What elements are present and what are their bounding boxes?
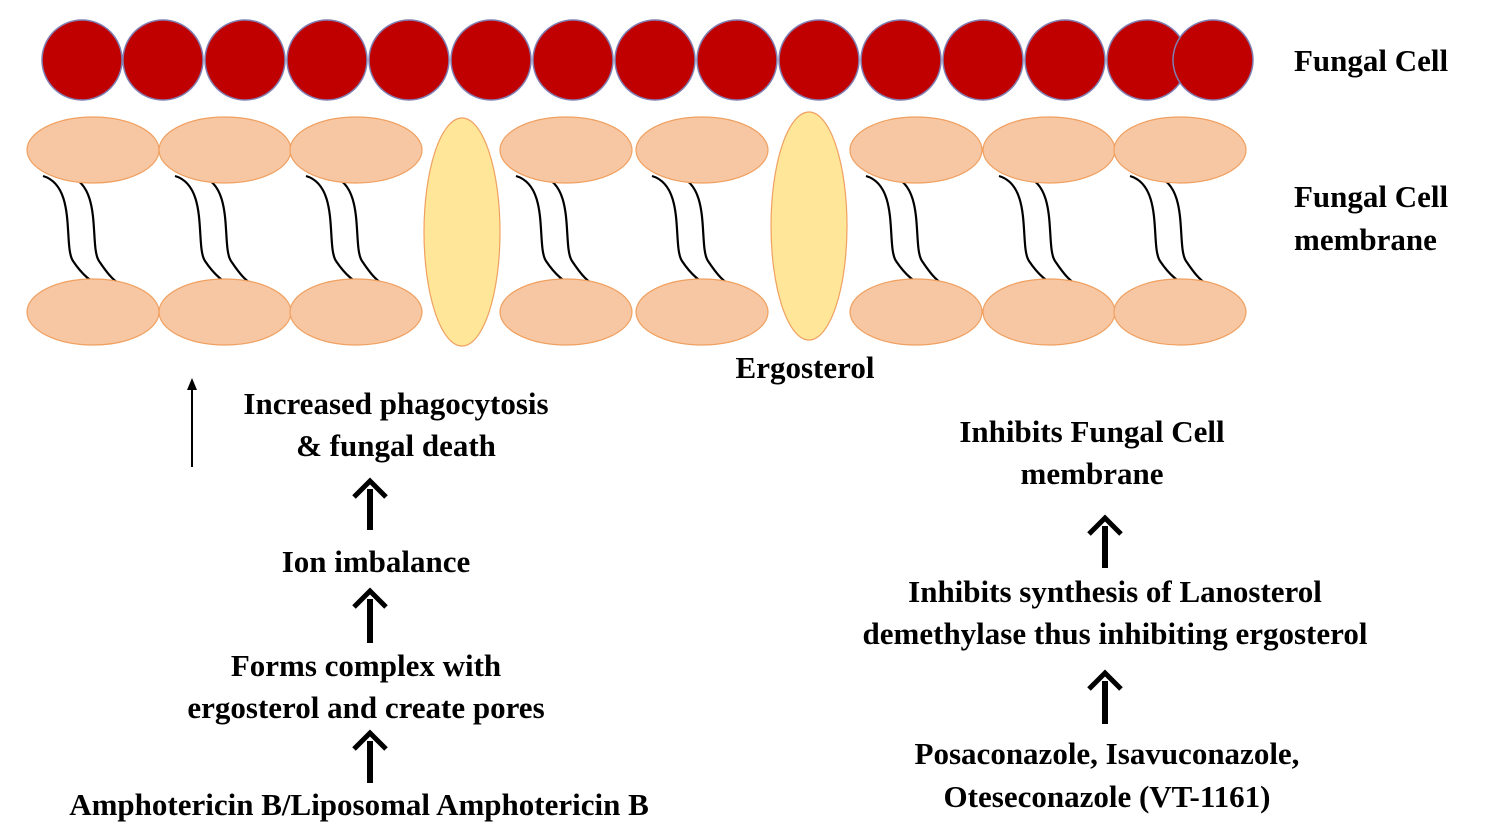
left-step4-line2: & fungal death (296, 428, 496, 463)
lipid-tail (998, 174, 1057, 287)
cell-wall-circle (696, 19, 778, 101)
up-arrow (352, 729, 388, 783)
lipid-tail (1024, 174, 1080, 287)
lipid-tail (651, 174, 710, 287)
ergosterol-molecule (423, 117, 501, 347)
right-step1-line1: Posaconazole, Isavuconazole, (914, 736, 1300, 771)
phospholipid-head-bottom (1113, 278, 1247, 346)
lipid-tail (891, 174, 947, 287)
lipid-tail (1129, 174, 1188, 287)
fungal-cell-label: Fungal Cell (1294, 43, 1449, 78)
lipid-tail (515, 174, 574, 287)
thin-arrow-head (187, 378, 197, 390)
up-arrow (352, 477, 388, 530)
phospholipid-head-top (982, 116, 1116, 184)
cell-wall-circle (122, 19, 204, 101)
phospholipid-head-top (26, 116, 160, 184)
thin-up-arrow (187, 378, 197, 467)
lipid-tail (677, 174, 733, 287)
cell-wall-circle (450, 19, 532, 101)
lipid-tail (865, 174, 924, 287)
ergosterol-molecule (770, 111, 848, 341)
up-arrow (352, 587, 388, 643)
phospholipid-head-top (1113, 116, 1247, 184)
pathway-arrows (187, 378, 1123, 783)
cell-wall-circle (204, 19, 286, 101)
cell-wall-circle (860, 19, 942, 101)
cell-wall-circle (942, 19, 1024, 101)
phospholipid-head-top (635, 116, 769, 184)
phospholipid-head-bottom (849, 278, 983, 346)
up-arrow-head (352, 587, 388, 609)
fungal-cell-wall (41, 19, 1254, 101)
cell-wall-circle (286, 19, 368, 101)
right-step2-line1: Inhibits synthesis of Lanosterol (908, 574, 1322, 609)
right-step1-line2: Oteseconazole (VT-1161) (943, 779, 1271, 814)
lipid-tail (1155, 174, 1211, 287)
phospholipid-head-top (158, 116, 292, 184)
fungal-cell-membrane-label-line1: Fungal Cell (1294, 179, 1449, 214)
lipid-tail (200, 174, 256, 287)
up-arrow-head (352, 477, 388, 499)
cell-wall-circle (532, 19, 614, 101)
phospholipid-head-bottom (158, 278, 292, 346)
left-step4-line1: Increased phagocytosis (243, 386, 549, 421)
phospholipid-head-top (849, 116, 983, 184)
left-step2-line2: ergosterol and create pores (187, 690, 545, 725)
phospholipid-head-top (289, 116, 423, 184)
ergosterol-label: Ergosterol (735, 350, 875, 385)
phospholipid-head-bottom (289, 278, 423, 346)
up-arrow-head (352, 729, 388, 751)
cell-wall-circle (368, 19, 450, 101)
left-step1-drug: Amphotericin B/Liposomal Amphotericin B (69, 787, 649, 822)
right-step2-line2: demethylase thus inhibiting ergosterol (862, 616, 1368, 651)
phospholipid-head-bottom (635, 278, 769, 346)
cell-wall-circle (778, 19, 860, 101)
fungal-cell-membrane-label-line2: membrane (1294, 222, 1437, 257)
cell-wall-circle (1024, 19, 1106, 101)
phospholipid-head-top (499, 116, 633, 184)
left-step2-line1: Forms complex with (230, 648, 502, 683)
lipid-tail (68, 174, 124, 287)
lipid-tail (42, 174, 101, 287)
phospholipid-head-bottom (499, 278, 633, 346)
cell-wall-circle (1172, 19, 1254, 101)
up-arrow-head (1087, 514, 1123, 536)
cell-wall-circle (614, 19, 696, 101)
up-arrow (1087, 669, 1123, 724)
cell-wall-circle (41, 19, 123, 101)
fungal-cell-membrane (26, 111, 1247, 347)
phospholipid-head-bottom (982, 278, 1116, 346)
phospholipid-head-bottom (26, 278, 160, 346)
left-step3: Ion imbalance (281, 544, 471, 579)
right-step3-line1: Inhibits Fungal Cell (959, 414, 1225, 449)
lipid-tail (305, 174, 364, 287)
up-arrow (1087, 514, 1123, 568)
lipid-tail (331, 174, 387, 287)
lipid-tail (174, 174, 233, 287)
lipid-tail (541, 174, 597, 287)
up-arrow-head (1087, 669, 1123, 691)
right-step3-line2: membrane (1020, 456, 1164, 491)
